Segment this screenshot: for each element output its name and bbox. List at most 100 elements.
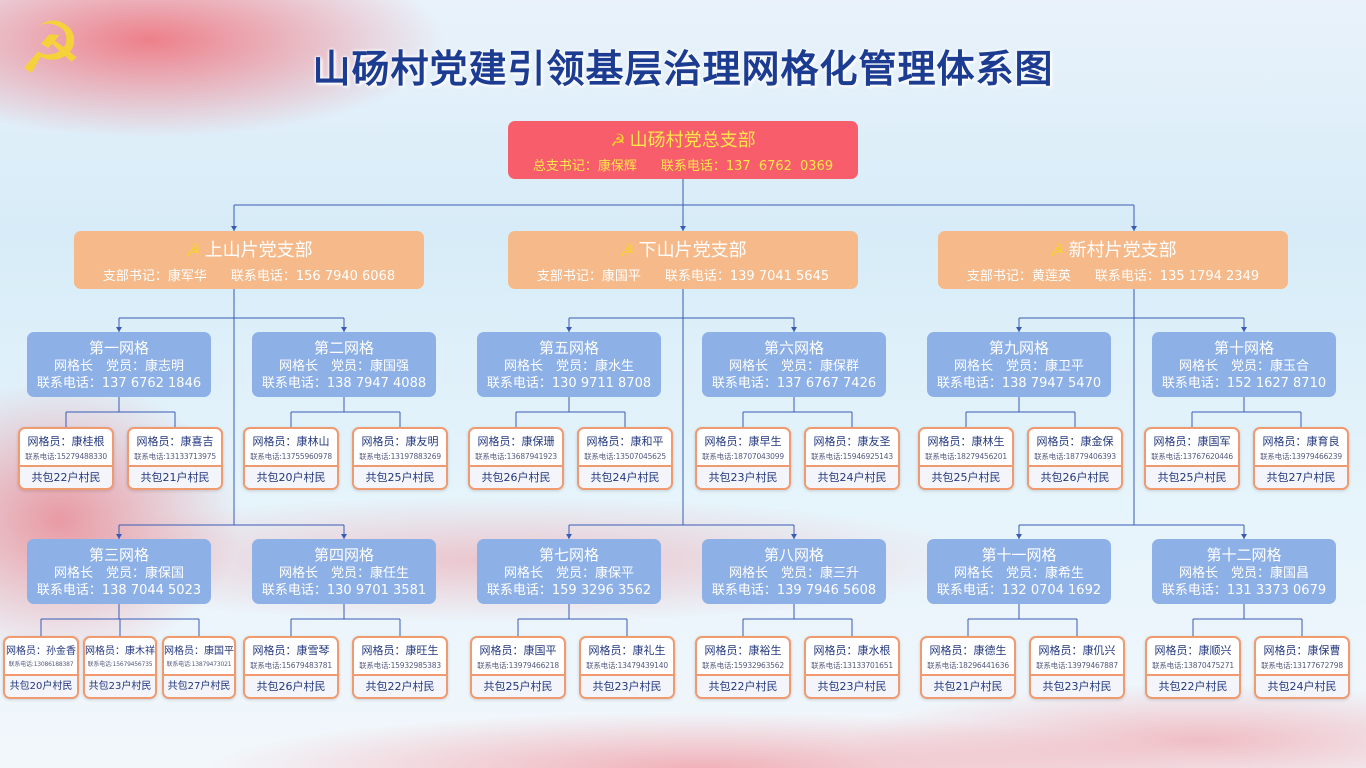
member-name: 网格员：康保珊 bbox=[477, 435, 555, 448]
grid-box: 第十二网格网格长 党员：康国昌联系电话：131 3373 0679 bbox=[1152, 539, 1336, 604]
member-households: 共包23户村民 bbox=[581, 674, 673, 697]
member-name: 网格员：康顺兴 bbox=[1154, 644, 1232, 657]
member-name: 网格员：康国平 bbox=[479, 644, 557, 657]
arrow-head bbox=[1016, 327, 1022, 332]
party-emblem-icon: ☭ bbox=[18, 6, 83, 90]
party-emblem-icon: ☭ bbox=[619, 241, 635, 261]
member-households: 共包22户村民 bbox=[20, 465, 112, 488]
arrow-head bbox=[791, 534, 797, 539]
member-phone: 联系电话:13870475271 bbox=[1152, 661, 1234, 670]
arrow-head bbox=[1241, 534, 1247, 539]
member-name: 网格员：康早生 bbox=[704, 435, 782, 448]
member-households: 共包27户村民 bbox=[1255, 465, 1347, 488]
member-phone: 联系电话:13479439140 bbox=[586, 661, 668, 670]
member-name: 网格员：康金保 bbox=[1036, 435, 1114, 448]
member-name: 网格员：康国平 bbox=[164, 646, 234, 657]
grid-phone: 联系电话：131 3373 0679 bbox=[1161, 583, 1327, 598]
party-emblem-icon: ☭ bbox=[1049, 241, 1065, 261]
member-households: 共包25户村民 bbox=[472, 674, 564, 697]
branch-secretary: 支部书记：康国平 bbox=[536, 269, 641, 284]
member-phone: 联系电话:13133701651 bbox=[811, 661, 893, 670]
member-name: 网格员：康林生 bbox=[927, 435, 1005, 448]
hq-secretary: 总支书记：康保辉 bbox=[532, 159, 637, 174]
member-name: 网格员：康和平 bbox=[586, 435, 664, 448]
member-phone: 联系电话:15946925143 bbox=[811, 452, 893, 461]
grid-name: 第六网格 bbox=[763, 339, 824, 357]
member-phone: 联系电话:15679456735 bbox=[87, 661, 153, 668]
member-households: 共包23户村民 bbox=[1031, 674, 1123, 697]
grid-box: 第五网格网格长 党员：康水生联系电话：130 9711 8708 bbox=[477, 332, 661, 397]
member-phone: 联系电话:18279456201 bbox=[925, 452, 1007, 461]
grid-leader: 网格长 党员：康玉合 bbox=[1178, 359, 1309, 374]
grid-leader: 网格长 党员：康任生 bbox=[278, 566, 409, 581]
branch-secretary: 支部书记：黄莲英 bbox=[966, 269, 1071, 284]
member-households: 共包26户村民 bbox=[470, 465, 562, 488]
hq-info: 总支书记：康保辉联系电话：137 6762 0369 bbox=[508, 155, 858, 174]
grid-phone: 联系电话：138 7044 5023 bbox=[36, 583, 202, 598]
branch-box: ☭下山片党支部支部书记：康国平联系电话：139 7041 5645 bbox=[508, 231, 858, 289]
member-households: 共包24户村民 bbox=[1256, 674, 1348, 697]
grid-box: 第一网格网格长 党员：康志明联系电话：137 6762 1846 bbox=[27, 332, 211, 397]
grid-phone: 联系电话：137 6762 1846 bbox=[36, 376, 202, 391]
grid-name: 第十网格 bbox=[1213, 339, 1274, 357]
branch-title: ☭新村片党支部 bbox=[938, 236, 1288, 262]
party-emblem-icon: ☭ bbox=[610, 131, 626, 151]
grid-leader: 网格长 党员：康国昌 bbox=[1178, 566, 1309, 581]
member-households: 共包21户村民 bbox=[922, 674, 1014, 697]
member-phone: 联系电话:13755960978 bbox=[250, 452, 332, 461]
grid-phone: 联系电话：130 9701 3581 bbox=[261, 583, 427, 598]
member-households: 共包25户村民 bbox=[1146, 465, 1238, 488]
member-phone: 联系电话:13507045625 bbox=[584, 452, 666, 461]
branch-info: 支部书记：康国平联系电话：139 7041 5645 bbox=[508, 265, 858, 284]
arrow-head bbox=[116, 327, 122, 332]
grid-leader: 网格长 党员：康希生 bbox=[953, 566, 1084, 581]
member-phone: 联系电话:13177672798 bbox=[1261, 661, 1343, 670]
member-phone: 联系电话:15679483781 bbox=[250, 661, 332, 670]
branch-name: 新村片党支部 bbox=[1068, 240, 1177, 261]
arrow-head bbox=[791, 327, 797, 332]
grid-phone: 联系电话：159 3296 3562 bbox=[486, 583, 652, 598]
member-households: 共包24户村民 bbox=[806, 465, 898, 488]
member-name: 网格员：康国军 bbox=[1153, 435, 1231, 448]
grid-box: 第八网格网格长 党员：康三升联系电话：139 7946 5608 bbox=[702, 539, 886, 604]
member-households: 共包27户村民 bbox=[164, 674, 234, 697]
party-emblem-icon: ☭ bbox=[185, 241, 201, 261]
member-name: 网格员：康旺生 bbox=[361, 644, 439, 657]
grid-box: 第三网格网格长 党员：康保国联系电话：138 7044 5023 bbox=[27, 539, 211, 604]
member-name: 网格员：康林山 bbox=[252, 435, 330, 448]
member-name: 网格员：康桂根 bbox=[27, 435, 105, 448]
member-phone: 联系电话:13133713975 bbox=[134, 452, 216, 461]
grid-leader: 网格长 党员：康保国 bbox=[53, 566, 184, 581]
member-phone: 联系电话:15279488330 bbox=[25, 452, 107, 461]
arrow-head bbox=[680, 226, 686, 231]
grid-phone: 联系电话：139 7946 5608 bbox=[711, 583, 877, 598]
arrow-head bbox=[341, 534, 347, 539]
branch-title: ☭下山片党支部 bbox=[508, 236, 858, 262]
member-households: 共包26户村民 bbox=[245, 674, 337, 697]
grid-phone: 联系电话：132 0704 1692 bbox=[936, 583, 1102, 598]
member-households: 共包23户村民 bbox=[85, 674, 155, 697]
member-phone: 联系电话:13687941923 bbox=[475, 452, 557, 461]
member-name: 网格员：康喜吉 bbox=[136, 435, 214, 448]
member-phone: 联系电话:13767620446 bbox=[1151, 452, 1233, 461]
member-phone: 联系电话:13197883269 bbox=[359, 452, 441, 461]
member-card: 网格员：康保珊联系电话:13687941923 共包26户村民 bbox=[468, 427, 564, 490]
member-phone: 联系电话:18779406393 bbox=[1034, 452, 1116, 461]
member-households: 共包20户村民 bbox=[5, 674, 77, 697]
grid-name: 第九网格 bbox=[988, 339, 1049, 357]
